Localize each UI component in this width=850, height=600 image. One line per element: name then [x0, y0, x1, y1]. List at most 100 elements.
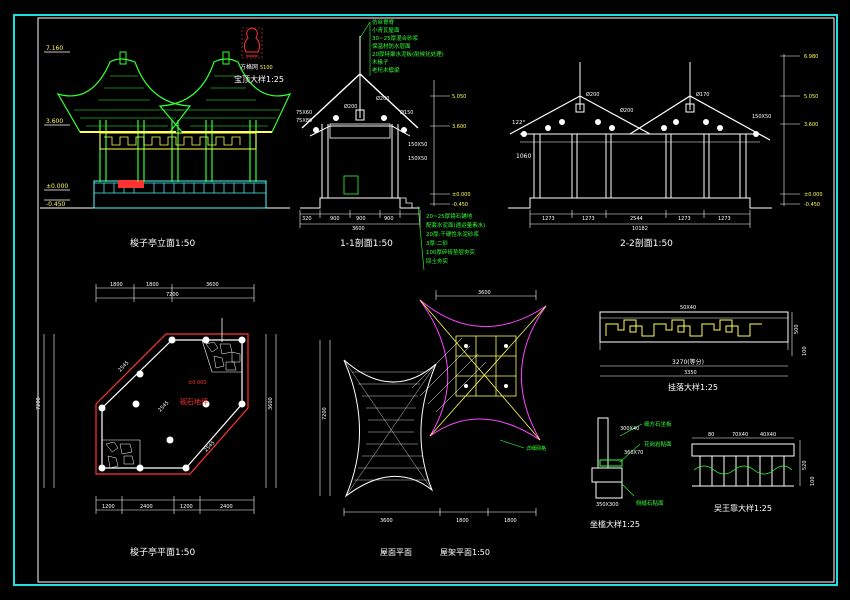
section11-level-4: -0.450	[452, 202, 468, 208]
elevation-title: 梭子亭立面1:50	[130, 237, 195, 249]
section11-dim-1: 320	[302, 216, 312, 222]
railing-side-2: 100	[810, 476, 816, 486]
section22-level-2: 5.050	[804, 94, 818, 100]
seat-note-3: 侧缝石贴面	[636, 499, 664, 507]
section22-mark-6: 150X50	[752, 114, 771, 120]
section22-mark-4: Ø200	[620, 107, 633, 114]
section22-mark-5: 1060	[516, 153, 531, 160]
roof-dim-bottom-3: 1800	[504, 518, 517, 524]
section11-mark-6: 150X50	[408, 142, 427, 148]
plan-dim-top-1: 1800	[110, 282, 123, 288]
section22-mark-3: Ø170	[696, 91, 709, 98]
plan-side-left: 7200	[36, 397, 42, 410]
plan-dim-top-2: 1800	[146, 282, 159, 288]
finial-title: 宝顶大样1:25	[234, 74, 284, 84]
seat-detail-drawing: 细方石坐板 花岗岩贴面 侧缝石贴面 300X40 360X70 350X300	[591, 417, 672, 508]
seat-title: 坐槛大样1:25	[590, 519, 640, 529]
section22-dim-5: 1273	[718, 216, 731, 222]
elevation-level-eave: 3.600	[46, 118, 63, 125]
section11-floor-note-2: 配套水泥面(遇运量素水)	[426, 221, 485, 229]
section-2-2-drawing: 1273 1273 2544 1273 1273 10182 6.980 5.0…	[508, 54, 823, 232]
seat-note-1: 细方石坐板	[644, 420, 672, 428]
section11-dim-4: 900	[384, 216, 394, 222]
plan-dim-bottom-1: 1200	[102, 504, 115, 510]
railing-detail-drawing: 80 70X40 40X40 520 100	[691, 432, 816, 487]
section11-level-1: 5.050	[452, 94, 466, 100]
plan-side-right: 3600	[268, 397, 274, 410]
section11-note-6: 木椽子	[372, 58, 389, 66]
elevation-drawing: 7.160 3.600 ±0.000 -0.450	[40, 45, 292, 209]
section11-dim-2: 900	[330, 216, 340, 222]
hanging-side-1: 500	[794, 324, 800, 334]
section22-level-4: ±0.000	[804, 192, 823, 198]
section11-title: 1-1剖面1:50	[340, 237, 393, 249]
section11-floor-note-1: 20~25厚镜石铺地	[426, 212, 473, 220]
section-1-1-drawing: 320 900 900 900 3600 仿丝脊脊 小青瓦屋面 30~25厚混合…	[296, 18, 485, 271]
section11-note-2: 小青瓦屋面	[372, 26, 400, 34]
roof-frame-plan-title: 屋架平面1:50	[440, 548, 490, 557]
plan-dim-bottom-3: 1200	[180, 504, 193, 510]
hanging-mark: 50X40	[680, 305, 696, 311]
section11-floor-note-5: 100厚碎砖垫层夯实	[426, 248, 475, 256]
section11-mark-2: Ø200	[344, 103, 357, 110]
pavilion-plan-drawing: 1800 1800 3600 7200 1200 2400 1200 2400 …	[36, 282, 277, 514]
section11-mark-7: 150X50	[408, 156, 427, 162]
section11-dim-total: 3600	[352, 226, 365, 232]
hanging-dim-2: 3350	[684, 370, 697, 376]
seat-dim: 350X300	[596, 502, 619, 508]
plan-diag-2: 2545	[157, 400, 170, 413]
section22-mark-angle: 122°	[512, 120, 525, 126]
section11-floor-note-3: 20厚:干硬性水泥砂浆	[426, 230, 479, 238]
section11-level-3: ±0.000	[452, 192, 471, 198]
hanging-side-2: 100	[802, 346, 808, 356]
finial-detail: 方格网 5100	[240, 27, 273, 71]
roof-dim-bottom-1: 3600	[380, 518, 393, 524]
section22-level-1: 6.980	[804, 54, 818, 60]
section11-note-1: 仿丝脊脊	[372, 18, 395, 26]
seat-note-2: 花岗岩贴面	[644, 440, 672, 448]
section11-note-4: 保温材防水层面	[372, 42, 411, 50]
plan-title: 梭子亭平面1:50	[130, 546, 195, 558]
railing-mark-1: 80	[708, 432, 714, 438]
section22-dim-2: 1273	[582, 216, 595, 222]
roof-note: 详细网格	[526, 445, 546, 452]
roof-plan-drawing: 3600 3600 1800 1800 7200	[319, 290, 547, 524]
section11-mark-4: 75X60	[296, 110, 312, 116]
sheet-outer-border	[13, 14, 838, 586]
plan-center-label: 砚石地坪	[180, 397, 208, 406]
hanging-dim-1: 3270(等分)	[672, 358, 704, 366]
roof-dim-top: 3600	[478, 290, 491, 296]
finial-dim: 5100	[260, 65, 273, 71]
railing-mark-3: 40X40	[760, 432, 776, 438]
section11-mark-3: Ø150	[400, 109, 413, 116]
hanging-title: 挂落大样1:25	[668, 382, 718, 392]
railing-mark-2: 70X40	[732, 432, 748, 438]
section22-level-5: -0.450	[804, 202, 820, 208]
section11-floor-note-6: 回土夯实	[426, 257, 449, 265]
plan-dim-total: 7200	[166, 292, 179, 298]
sheet-inner-border	[37, 17, 835, 583]
plan-level: ±0.000	[188, 380, 207, 386]
finial-label: 方格网	[240, 63, 258, 71]
section22-dim-3: 2544	[630, 216, 643, 222]
section22-dim-4: 1273	[678, 216, 691, 222]
section22-mark-2: Ø200	[586, 91, 599, 98]
section11-level-2: 3.600	[452, 124, 466, 130]
elevation-level-zero: ±0.000	[46, 183, 68, 190]
section22-dim-1: 1273	[542, 216, 555, 222]
section11-note-3: 30~25厚混合砂浆	[372, 34, 419, 42]
section11-note-7: 老桁木檩梁	[372, 66, 400, 74]
section11-mark-5: 75X80	[296, 118, 312, 124]
hanging-detail-drawing: 3270(等分) 3350 50X40 500 100	[599, 305, 808, 377]
railing-title: 吴王靠大样1:25	[714, 503, 772, 513]
section11-note-5: 20厚特聚水泥板(耐候化处理)	[372, 50, 444, 58]
section22-dim-total: 10182	[632, 226, 648, 232]
roof-dim-bottom-2: 1800	[456, 518, 469, 524]
section22-title: 2-2剖面1:50	[620, 237, 673, 249]
plan-dim-bottom-2: 2400	[140, 504, 153, 510]
roof-side: 7200	[322, 407, 328, 420]
elevation-level-ground: -0.450	[46, 201, 66, 208]
section11-dim-3: 900	[356, 216, 366, 222]
seat-mark-2: 360X70	[624, 450, 643, 456]
